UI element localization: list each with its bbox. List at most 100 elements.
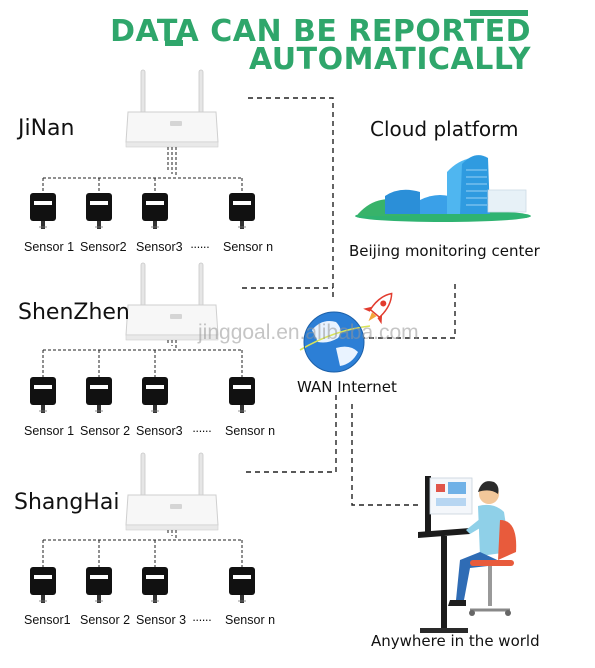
sensor-label-shanghai-3: Sensor 3 <box>136 613 187 627</box>
chair-wheel-left <box>469 610 475 616</box>
rocket-flame <box>368 312 377 322</box>
sensor-ellipsis-shenzhen: ······ <box>192 424 212 438</box>
wan-internet-label: WAN Internet <box>297 378 397 396</box>
screen-chart-a <box>436 484 445 492</box>
person-hair <box>478 481 499 494</box>
sensor-body <box>229 567 255 595</box>
link-shanghai-to-internet <box>246 395 337 473</box>
router-logo <box>170 314 182 319</box>
sensor-display <box>90 575 108 579</box>
rocket-icon <box>363 292 393 325</box>
sensor-display <box>90 201 108 205</box>
sensor-probe <box>97 221 101 229</box>
site-shanghai-sensor-1 <box>30 567 56 603</box>
desk-foot <box>420 628 468 633</box>
sensor-display <box>34 385 52 389</box>
site-jinan-sensor-3 <box>142 193 168 229</box>
router-base <box>125 524 219 531</box>
router-antenna-right <box>198 262 204 310</box>
sensor-label-jinan-n: Sensor n <box>223 240 274 254</box>
rocket-window <box>380 300 387 307</box>
chair-wheel-right <box>505 610 511 616</box>
chair-back <box>498 520 517 560</box>
site-name-shenzhen: ShenZhen <box>18 300 130 325</box>
globe-orbit <box>299 325 371 351</box>
link-internet-to-user <box>351 404 418 506</box>
sensor-probe <box>153 221 157 229</box>
sensor-body <box>229 193 255 221</box>
sensor-label-jinan-2: Sensor2 <box>80 240 127 254</box>
router-antenna-left <box>140 452 146 500</box>
link-jinan-to-internet <box>248 97 334 300</box>
sensor-body <box>86 567 112 595</box>
headline-line-2: AUTOMATICALLY <box>248 42 531 77</box>
sensor-body <box>142 377 168 405</box>
person-at-desk-icon <box>418 476 517 633</box>
site-shenzhen-sensor-4 <box>229 377 255 413</box>
sensor-display <box>146 201 164 205</box>
watermark-text: jinggoal.en.alibaba.com <box>198 321 419 344</box>
site-jinan-router-leads <box>167 147 177 176</box>
router-base <box>125 141 219 148</box>
sensor-body <box>142 567 168 595</box>
monitoring-center-label: Beijing monitoring center <box>349 242 540 260</box>
site-shenzhen-sensor-3 <box>142 377 168 413</box>
router-antenna-right <box>198 69 204 117</box>
cloud-building-icon <box>355 155 531 222</box>
router-logo <box>170 504 182 509</box>
sensor-probe <box>97 595 101 603</box>
sensor-display <box>233 575 251 579</box>
sensor-body <box>229 377 255 405</box>
site-shanghai-sensor-3 <box>142 567 168 603</box>
sensor-display <box>233 385 251 389</box>
sensor-label-shenzhen-3: Sensor3 <box>136 424 183 438</box>
sensor-body <box>86 377 112 405</box>
sensor-body <box>30 377 56 405</box>
site-name-shanghai: ShangHai <box>14 490 120 515</box>
site-shenzhen-router <box>125 262 219 341</box>
chair-post <box>488 566 492 606</box>
person-shoe <box>448 600 466 606</box>
headline-accent-top <box>470 10 528 16</box>
globe-icon <box>299 311 371 373</box>
sensor-label-shanghai-2: Sensor 2 <box>80 613 131 627</box>
sensor-body <box>142 193 168 221</box>
rocket-body <box>369 292 393 319</box>
sensor-probe <box>240 221 244 229</box>
headline-accent-left <box>165 40 183 46</box>
screen-chart-b <box>448 482 466 494</box>
site-jinan-sensor-1 <box>30 193 56 229</box>
sensor-probe <box>41 595 45 603</box>
site-shanghai-router-leads <box>167 530 177 538</box>
site-jinan-sensor-4 <box>229 193 255 229</box>
sensor-display <box>34 575 52 579</box>
sensor-probe <box>153 595 157 603</box>
sensor-ellipsis-shanghai: ······ <box>192 613 212 627</box>
sensor-probe <box>153 405 157 413</box>
sensor-display <box>146 385 164 389</box>
chair-seat <box>470 560 514 566</box>
sensor-body <box>30 193 56 221</box>
site-shenzhen-router-leads <box>167 340 177 348</box>
sensor-label-shanghai-1: Sensor1 <box>24 613 71 627</box>
monitor-side <box>425 476 431 532</box>
sensor-probe <box>240 595 244 603</box>
sensor-label-shanghai-n: Sensor n <box>225 613 276 627</box>
site-name-jinan: JiNan <box>18 116 75 141</box>
sensor-label-shenzhen-n: Sensor n <box>225 424 276 438</box>
cloud-platform-label: Cloud platform <box>370 117 519 141</box>
sensor-body <box>86 193 112 221</box>
router-body <box>125 494 219 526</box>
site-shenzhen-sensor-2 <box>86 377 112 413</box>
sensor-probe <box>240 405 244 413</box>
router-logo <box>170 121 182 126</box>
sensor-display <box>233 201 251 205</box>
router-antenna-right <box>198 452 204 500</box>
site-jinan-router <box>125 69 219 148</box>
sensor-ellipsis-jinan: ······ <box>190 240 210 254</box>
low-building <box>385 189 420 214</box>
site-shanghai-sensor-2 <box>86 567 112 603</box>
router-body <box>125 111 219 143</box>
globe-outline <box>303 311 365 373</box>
